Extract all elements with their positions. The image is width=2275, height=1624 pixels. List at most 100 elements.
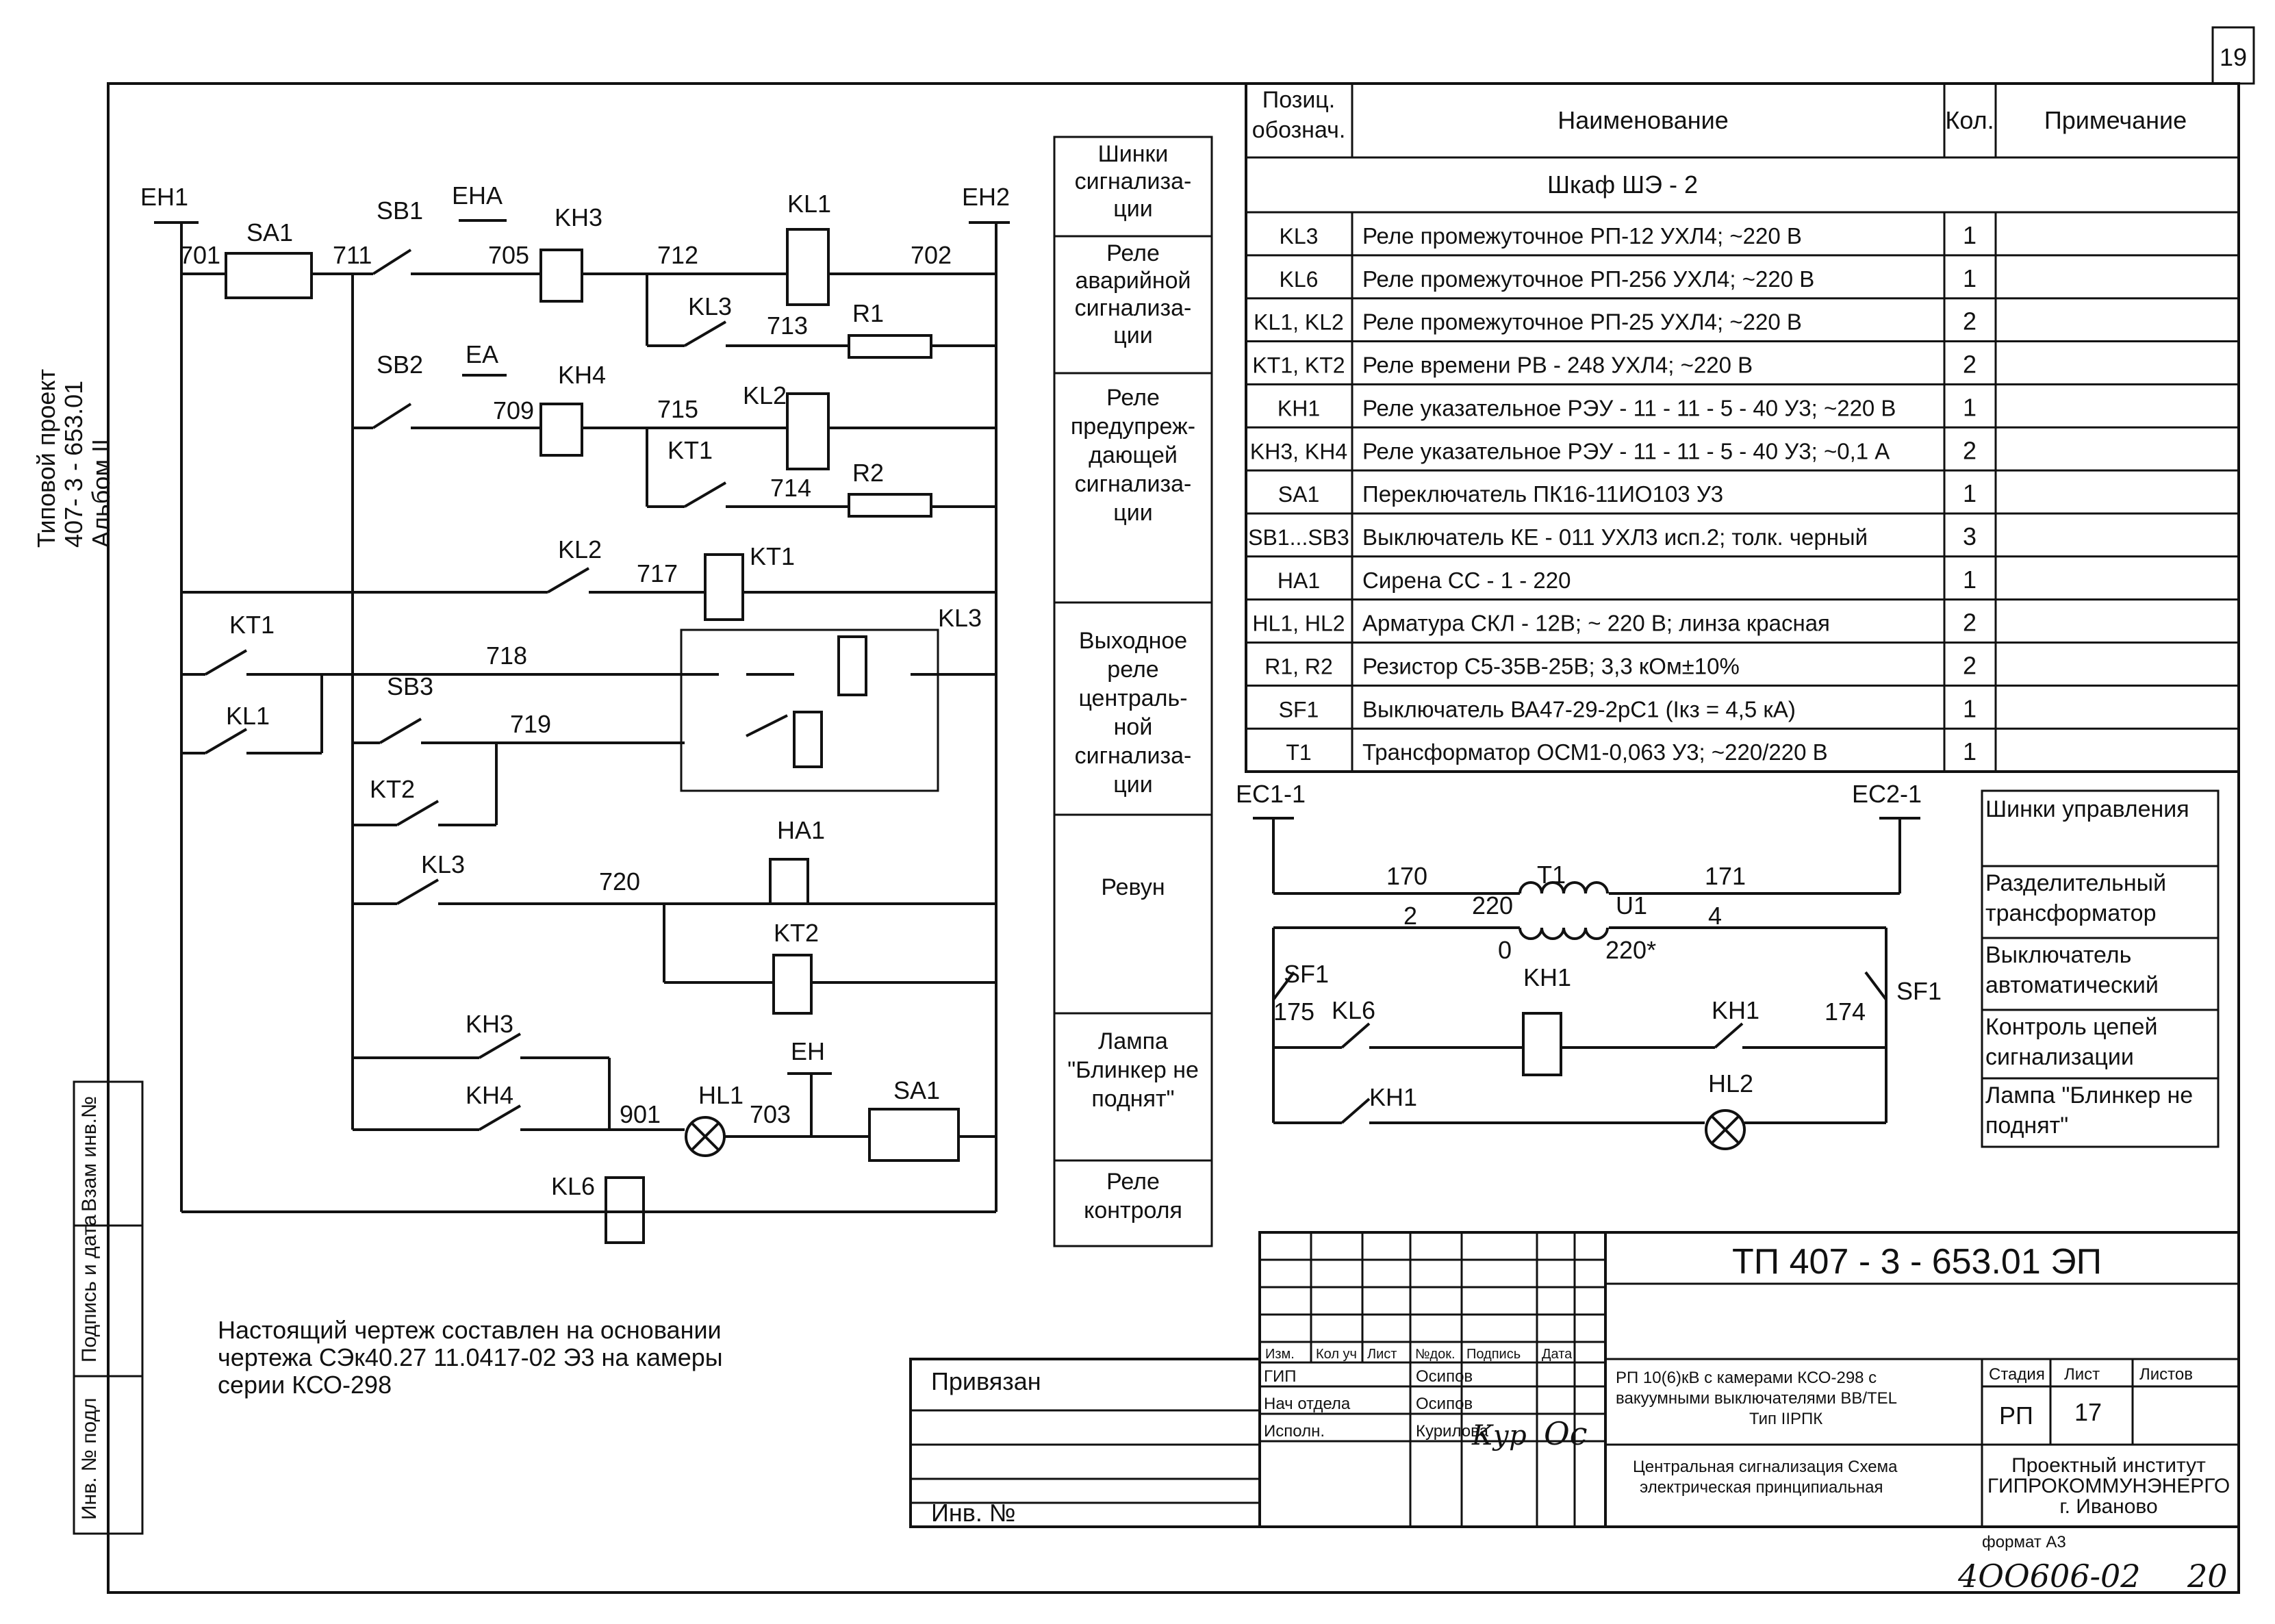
kl3-contact-label: KL3 — [688, 292, 732, 320]
spec-row-qty: 2 — [1963, 436, 1977, 464]
kl2-label: KL2 — [743, 381, 787, 409]
spec-row-qty: 1 — [1963, 264, 1977, 292]
right-label-2: Разделительный трансформатор — [1985, 870, 2167, 926]
col-header: №док. — [1415, 1347, 1456, 1362]
kt1-coil — [704, 553, 744, 621]
project-line1: РП 10(6)кВ с камерами КСО-298 с — [1616, 1369, 1877, 1387]
stamp-inv: Инв. № подл — [78, 1397, 101, 1520]
wire-714: 714 — [770, 474, 811, 502]
sheet-title-line2: электрическая принципиальная — [1640, 1478, 1883, 1497]
wire-718: 718 — [486, 642, 527, 670]
hl2-lamp — [1705, 1109, 1746, 1150]
spec-row-qty: 2 — [1963, 652, 1977, 680]
spec-row-qty: 1 — [1963, 694, 1977, 722]
doc-code: ТП 407 - 3 - 653.01 ЭП — [1732, 1242, 2102, 1282]
control-schematic: EC1-1 EC2-1 T1 U1 170 171 2 4 220 0 220*… — [1236, 780, 1942, 1150]
wire-901: 901 — [620, 1100, 661, 1128]
sf1-right — [1864, 971, 1888, 1001]
col-header: Лист — [1367, 1347, 1397, 1362]
wire-171: 171 — [1705, 862, 1746, 890]
section-labels: Шинки сигнализа- ции Реле аварийной сигн… — [1053, 136, 1213, 1247]
spec-row-qty: 2 — [1963, 307, 1977, 335]
kh3-contact — [478, 1032, 522, 1059]
kh1-contact — [1714, 1022, 1744, 1049]
right-labels: Шинки управления Разделительный трансфор… — [1981, 789, 2220, 1148]
bus-ea-label: EA — [466, 340, 498, 368]
kt2-contact — [396, 800, 440, 826]
handwritten-page: 20 — [2187, 1558, 2228, 1595]
side-title: Типовой проект 407- 3 - 653.01 Альбом II — [32, 369, 115, 548]
stamp-vzam: Взам инв.№ — [78, 1096, 101, 1212]
kl2-coil — [786, 392, 830, 470]
sheets-header: Листов — [2139, 1365, 2193, 1384]
spec-header-qty: Кол. — [1945, 106, 1994, 134]
wire-705: 705 — [488, 241, 529, 269]
inv-label: Инв. № — [931, 1499, 1016, 1527]
section-label-5: Ревун — [1101, 874, 1165, 900]
spec-row-qty: 1 — [1963, 393, 1977, 421]
stage-header: Стадия — [1989, 1365, 2045, 1384]
note-line3: серии КСО-298 — [218, 1371, 392, 1399]
stage-value: РП — [1999, 1401, 2033, 1430]
r1-label: R1 — [852, 299, 884, 327]
sb3-contact — [379, 718, 422, 744]
t1-v220: 220 — [1472, 891, 1513, 919]
stamp-podpis: Подпись и дата — [78, 1215, 101, 1362]
title-block: Привязан Инв. № ТП 407 - 3 - 653.01 ЭП И… — [909, 1231, 2240, 1528]
kh3-label: KH3 — [555, 203, 602, 231]
t1-secondary — [1518, 927, 1609, 940]
kl1-contact — [204, 728, 248, 754]
signature-kurilova: Кур — [1471, 1420, 1527, 1451]
spec-row-pos: SA1 — [1278, 482, 1319, 507]
r2-resistor — [848, 493, 932, 518]
project-line2: вакуумными выключателями BB/TEL — [1616, 1389, 1897, 1408]
kl2-contact-label: KL2 — [558, 535, 602, 563]
spec-row-qty: 1 — [1963, 479, 1977, 507]
wire-720: 720 — [599, 867, 640, 896]
r2-label: R2 — [852, 459, 884, 487]
spec-row-pos: SF1 — [1279, 697, 1319, 722]
sa1-switch-b — [868, 1108, 960, 1162]
right-label-1: Шинки управления — [1985, 796, 2189, 822]
spec-row-name: Выключатель ВА47-29-2рС1 (Iкз = 4,5 кА) — [1362, 696, 1796, 722]
sb1-contact — [372, 249, 412, 275]
side-title-line3: Альбом II — [87, 439, 115, 548]
spec-row-name: Реле промежуточное РП-12 УХЛ4; ~220 В — [1362, 223, 1802, 249]
section-label-2: Реле аварийной сигнализа- ции — [1074, 240, 1192, 348]
sf1-left — [1272, 971, 1295, 1001]
spec-row-pos: KL1, KL2 — [1254, 310, 1344, 335]
kh3-coil — [539, 249, 583, 303]
kl3-b-label: KL3 — [421, 850, 465, 878]
sa1-b-label: SA1 — [893, 1076, 940, 1104]
col-header: Изм. — [1265, 1347, 1295, 1362]
spec-row-qty: 1 — [1963, 566, 1977, 594]
sa1-switch — [225, 252, 313, 299]
spec-header-note: Примечание — [2044, 106, 2187, 134]
spec-row-qty: 1 — [1963, 221, 1977, 249]
spec-row-pos: KH1 — [1278, 396, 1320, 420]
spec-row-qty: 2 — [1963, 351, 1977, 379]
org-line3: г. Иваново — [2059, 1495, 2157, 1518]
format-label: формат А3 — [1982, 1533, 2066, 1551]
wire-174: 174 — [1825, 998, 1866, 1026]
spec-row-pos: KL3 — [1280, 224, 1319, 249]
side-title-line1: Типовой проект — [32, 369, 60, 548]
section-label-4: Выходное реле централь- ной сигнализа- ц… — [1074, 628, 1192, 798]
spec-row-pos: SB1...SB3 — [1248, 525, 1349, 550]
ha1-siren — [769, 858, 809, 905]
spec-header-pos: Позиц. обознач. — [1251, 87, 1346, 143]
side-title-line2: 407- 3 - 653.01 — [60, 381, 88, 548]
col-header: Подпись — [1466, 1347, 1521, 1362]
section-label-6: Лампа "Блинкер не поднят" — [1067, 1028, 1199, 1112]
role-person: Осипов — [1416, 1367, 1473, 1386]
t1-primary — [1518, 881, 1609, 894]
spec-row-qty: 3 — [1963, 522, 1977, 550]
section-label-7: Реле контроля — [1084, 1169, 1182, 1223]
wire-712: 712 — [657, 241, 698, 269]
right-label-3: Выключатель автоматический — [1985, 942, 2159, 998]
note-line1: Настоящий чертеж составлен на основании — [218, 1316, 722, 1344]
spec-row-name: Реле указательное РЭУ - 11 - 11 - 5 - 40… — [1362, 395, 1896, 420]
spec-row-name: Выключатель КЕ - 011 УХЛ3 исп.2; толк. ч… — [1362, 524, 1868, 550]
spec-header-name: Наименование — [1558, 106, 1729, 134]
